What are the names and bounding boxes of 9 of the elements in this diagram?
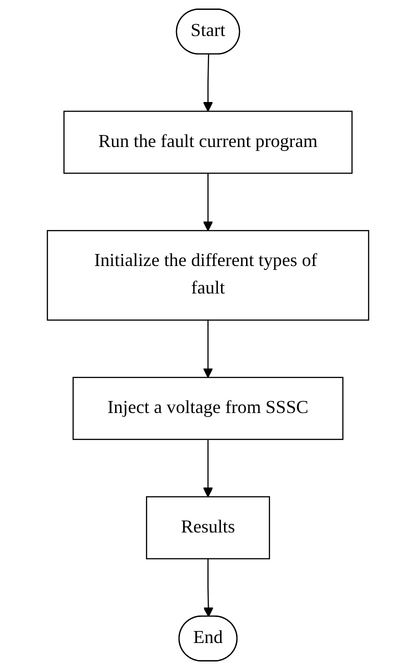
node-box: Initialize the different types of fault xyxy=(46,230,370,321)
arrow xyxy=(203,558,214,618)
arrow xyxy=(202,173,214,232)
node-box: Results xyxy=(146,496,270,560)
node-box: Run the fault current program xyxy=(63,110,353,174)
arrow xyxy=(202,54,214,112)
node-box: Inject a voltage from SSSC xyxy=(72,376,344,440)
arrow xyxy=(202,439,214,498)
arrow xyxy=(202,320,214,378)
